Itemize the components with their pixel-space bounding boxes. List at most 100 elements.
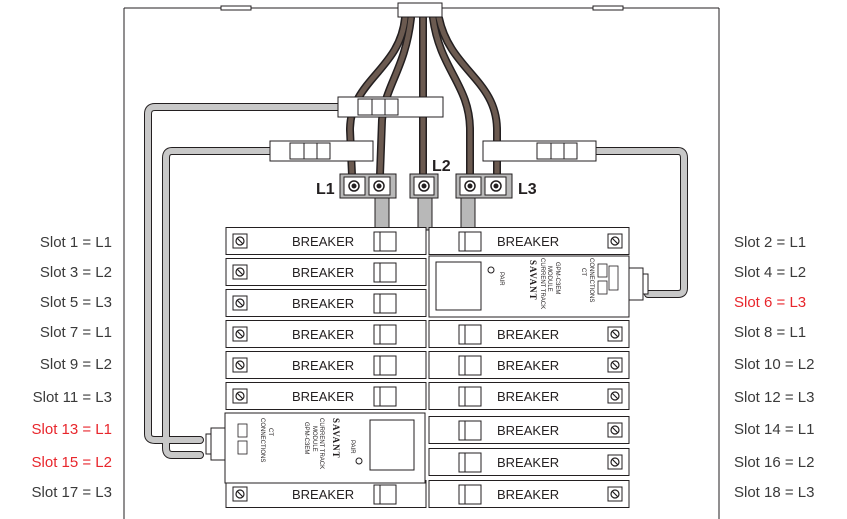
breaker-handle[interactable] xyxy=(458,386,482,407)
module-display xyxy=(369,419,415,471)
module-model: GPM-C3EM xyxy=(303,422,309,454)
module-name-line1: CURRENT TRACK xyxy=(539,258,545,309)
ct-plug xyxy=(628,267,644,301)
ct-clamp-top xyxy=(337,96,444,118)
breaker-handle[interactable] xyxy=(458,452,482,473)
screw-icon xyxy=(235,298,245,308)
breaker-label: BREAKER xyxy=(497,234,559,249)
ct-port-1[interactable] xyxy=(237,423,248,438)
breaker-left-6: BREAKER xyxy=(225,382,427,410)
module-name-line2: MODULE xyxy=(546,266,552,292)
breaker-label: BREAKER xyxy=(497,455,559,470)
slot-label-right-1: Slot 2 = L1 xyxy=(734,234,806,251)
slot-label-right-3: Slot 6 = L3 xyxy=(734,294,806,311)
breaker-handle[interactable] xyxy=(373,262,397,283)
panel-enclosure xyxy=(123,5,720,519)
breaker-label: BREAKER xyxy=(497,423,559,438)
slot-label-left-6: Slot 11 = L3 xyxy=(33,389,112,406)
ct-label-line2: CONNECTIONS xyxy=(588,258,594,302)
lugs xyxy=(339,173,513,199)
breaker-right-9: BREAKER xyxy=(428,480,630,508)
screw-icon xyxy=(235,489,245,499)
slot-label-left-8: Slot 15 = L2 xyxy=(32,454,112,471)
line-label-l3: L3 xyxy=(518,181,537,198)
slot-label-right-8: Slot 16 = L2 xyxy=(734,454,814,471)
screw-icon xyxy=(235,267,245,277)
slot-label-left-3: Slot 5 = L3 xyxy=(40,294,112,311)
breaker-handle[interactable] xyxy=(458,484,482,505)
breaker-label: BREAKER xyxy=(292,389,354,404)
slot-label-left-7: Slot 13 = L1 xyxy=(32,421,112,438)
slot-label-left-5: Slot 9 = L2 xyxy=(40,356,112,373)
breaker-handle[interactable] xyxy=(458,231,482,252)
pair-label: PAIR xyxy=(498,272,504,286)
ct-clamp-left xyxy=(269,140,374,162)
screw-icon xyxy=(235,391,245,401)
breaker-label: BREAKER xyxy=(497,358,559,373)
breaker-label: BREAKER xyxy=(497,487,559,502)
ct-port-2[interactable] xyxy=(237,440,248,455)
pair-button[interactable] xyxy=(487,266,495,274)
slot-label-left-4: Slot 7 = L1 xyxy=(40,324,112,341)
breaker-handle[interactable] xyxy=(458,355,482,376)
module-name-line1: CURRENT TRACK xyxy=(318,418,324,469)
screw-icon xyxy=(235,329,245,339)
screw-icon xyxy=(610,391,620,401)
breaker-right-8: BREAKER xyxy=(428,448,630,476)
ct-port-2[interactable] xyxy=(597,280,608,295)
ct-wires xyxy=(144,103,688,459)
slot-label-left-2: Slot 3 = L2 xyxy=(40,264,112,281)
breaker-label: BREAKER xyxy=(497,389,559,404)
slot-label-right-2: Slot 4 = L2 xyxy=(734,264,806,281)
current-track-module-left: PAIR SAVANT CURRENT TRACK MODULE GPM-C3E… xyxy=(205,412,426,484)
pair-button[interactable] xyxy=(355,457,363,465)
breaker-label: BREAKER xyxy=(292,327,354,342)
breaker-label: BREAKER xyxy=(292,234,354,249)
screw-icon xyxy=(235,236,245,246)
ct-plug xyxy=(210,427,226,461)
breaker-right-4: BREAKER xyxy=(428,320,630,348)
breaker-handle[interactable] xyxy=(373,231,397,252)
breaker-handle[interactable] xyxy=(458,420,482,441)
current-track-module-right: PAIR SAVANT CURRENT TRACK MODULE GPM-C3E… xyxy=(428,255,649,318)
breaker-handle[interactable] xyxy=(373,324,397,345)
breaker-left-5: BREAKER xyxy=(225,351,427,379)
breaker-handle[interactable] xyxy=(373,355,397,376)
module-name-line2: MODULE xyxy=(311,426,317,452)
breaker-left-3: BREAKER xyxy=(225,289,427,317)
module-brand: SAVANT xyxy=(528,260,538,301)
breaker-handle[interactable] xyxy=(373,293,397,314)
slot-label-right-7: Slot 14 = L1 xyxy=(734,421,814,438)
ct-label-line1: CT xyxy=(267,428,273,436)
line-label-l1: L1 xyxy=(316,181,335,198)
screw-icon xyxy=(610,236,620,246)
breaker-handle[interactable] xyxy=(373,386,397,407)
feed-entry-connector xyxy=(397,2,443,18)
breaker-left-9: BREAKER xyxy=(225,480,427,508)
breaker-label: BREAKER xyxy=(292,358,354,373)
breaker-left-4: BREAKER xyxy=(225,320,427,348)
pair-label: PAIR xyxy=(349,440,355,454)
breaker-handle[interactable] xyxy=(458,324,482,345)
module-brand: SAVANT xyxy=(331,418,341,459)
slot-label-right-6: Slot 12 = L3 xyxy=(734,389,814,406)
slot-label-right-5: Slot 10 = L2 xyxy=(734,356,814,373)
screw-icon xyxy=(610,489,620,499)
breaker-label: BREAKER xyxy=(292,265,354,280)
breaker-label: BREAKER xyxy=(292,487,354,502)
bus-bars xyxy=(374,194,476,231)
breaker-right-6: BREAKER xyxy=(428,382,630,410)
breaker-left-1: BREAKER xyxy=(225,227,427,255)
ct-label-line2: CONNECTIONS xyxy=(259,418,265,462)
breaker-columns: BREAKER BREAKER BREAKER BREAKER BREAKER BREAK… xyxy=(225,227,630,508)
screw-icon xyxy=(610,360,620,370)
breaker-label: BREAKER xyxy=(292,296,354,311)
screw-icon xyxy=(235,360,245,370)
screw-icon xyxy=(610,425,620,435)
ct-port-1[interactable] xyxy=(597,263,608,278)
breaker-handle[interactable] xyxy=(373,484,397,505)
screw-icon xyxy=(610,329,620,339)
